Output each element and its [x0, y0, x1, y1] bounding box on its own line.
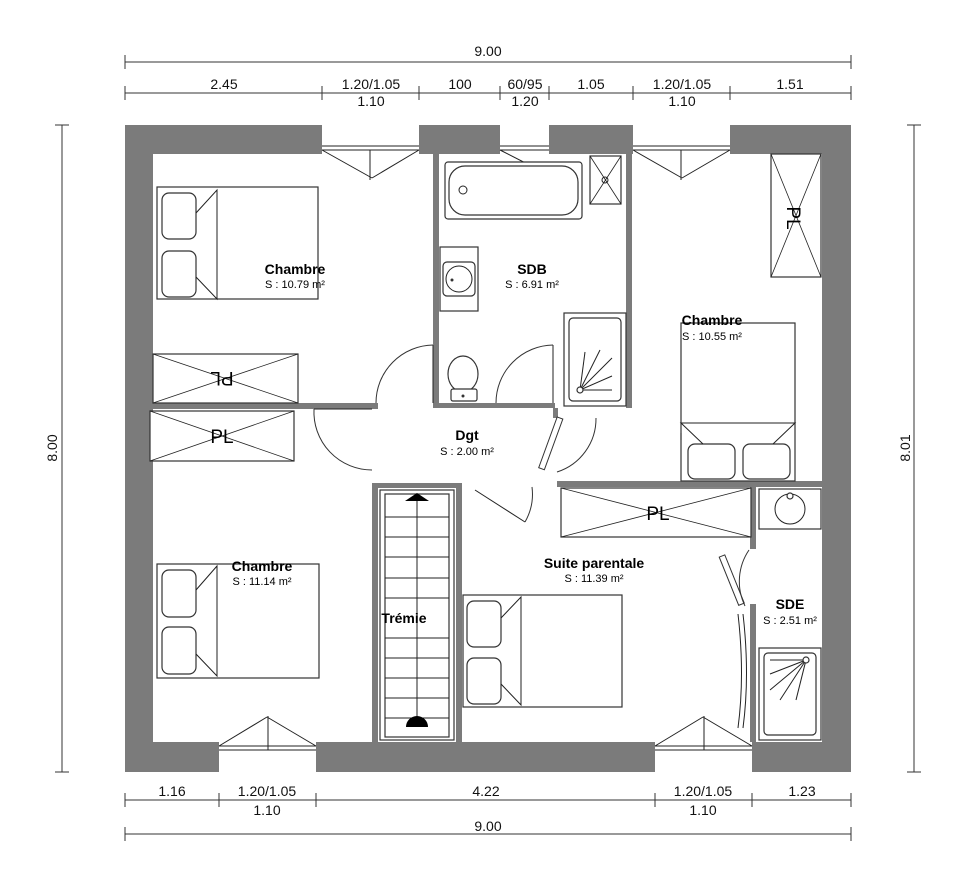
bed-top-left: [156, 186, 319, 301]
dim-segment: 1.10: [253, 802, 280, 818]
door-dgt-left: [313, 408, 373, 471]
room-name: Chambre: [682, 312, 743, 328]
room-area: S : 2.00 m²: [440, 446, 494, 458]
bed-right: [679, 322, 797, 482]
sdb-washbasin: [439, 246, 479, 312]
sde-washbasin: [758, 488, 822, 530]
door-chambre-right: [538, 416, 597, 473]
left-height-dimension: 8.00: [44, 434, 60, 461]
dim-segment: 1.10: [689, 802, 716, 818]
dim-segment: 2.45: [210, 76, 237, 92]
closet-label: PL: [782, 206, 803, 229]
dim-segment: 1.20/1.05: [342, 76, 401, 92]
sde-sliding-panel: [737, 613, 747, 729]
room-area: S : 11.14 m²: [232, 576, 291, 588]
dim-segment: 1.51: [776, 76, 803, 92]
dim-segment: 1.23: [788, 783, 815, 799]
room-name: SDE: [776, 596, 805, 612]
window-bottom-left: [218, 716, 317, 772]
door-suite: [474, 486, 533, 523]
dim-segment: 1.05: [577, 76, 604, 92]
door-sde: [718, 549, 750, 607]
room-area: S : 6.91 m²: [505, 279, 559, 291]
room-name: Chambre: [232, 558, 293, 574]
dim-segment: 1.20: [511, 93, 538, 109]
sdb-toilet: [447, 355, 479, 402]
bottom-dimensions: 1.16 1.20/1.05 4.22 1.20/1.05 1.23 1.10 …: [124, 783, 852, 841]
window-bottom-right: [654, 716, 753, 772]
dim-segment: 60/95: [507, 76, 542, 92]
window-top-right: [632, 125, 731, 180]
doors: [313, 344, 750, 729]
closet-label: PL: [210, 367, 233, 388]
room-area: S : 10.79 m²: [265, 279, 325, 291]
right-dimension: 8.01: [897, 124, 921, 773]
bed-suite: [462, 594, 623, 708]
bed-bottom-left: [156, 563, 320, 679]
room-area: S : 2.51 m²: [763, 615, 817, 627]
room-name: Chambre: [265, 261, 326, 277]
sde-shower: [758, 647, 822, 741]
dim-segment: 1.20/1.05: [238, 783, 297, 799]
closet-label: PL: [646, 504, 669, 525]
door-sdb: [495, 344, 554, 404]
top-total-dimension: 9.00: [474, 43, 501, 59]
dim-segment: 1.10: [357, 93, 384, 109]
room-labels: Chambre S : 10.79 m² SDB S : 6.91 m² Cha…: [232, 261, 818, 627]
right-height-dimension: 8.01: [897, 434, 913, 461]
closet-suite: PL: [560, 487, 752, 538]
bath-faucet-box: [589, 155, 622, 205]
door-chambre-top-left: [375, 344, 434, 404]
closet-top-left: PL: [152, 353, 299, 404]
window-top-middle: [499, 125, 549, 174]
closet-top-right: PL: [770, 153, 822, 278]
room-name: SDB: [517, 261, 547, 277]
left-dimension: 8.00: [44, 124, 69, 773]
bathtub: [444, 161, 583, 220]
window-top-left: [321, 125, 420, 180]
dim-segment: 1.20/1.05: [674, 783, 733, 799]
room-name: Suite parentale: [544, 555, 645, 571]
room-area: S : 10.55 m²: [682, 331, 742, 343]
dim-segment: 1.20/1.05: [653, 76, 712, 92]
dim-segment: 100: [448, 76, 472, 92]
bottom-total-dimension: 9.00: [474, 818, 501, 834]
closet-label: PL: [210, 427, 233, 448]
top-dimensions: 9.00 2.45 1.20/1.05 100 60/95 1.05 1.20/…: [124, 43, 852, 109]
room-name: Trémie: [381, 610, 426, 626]
room-area: S : 11.39 m²: [564, 573, 623, 585]
dim-segment: 4.22: [472, 783, 499, 799]
staircase: [379, 489, 455, 741]
closet-middle-left: PL: [149, 410, 295, 462]
sdb-shower: [563, 312, 627, 407]
windows: [218, 125, 753, 772]
dim-segment: 1.10: [668, 93, 695, 109]
room-name: Dgt: [455, 427, 479, 443]
dim-segment: 1.16: [158, 783, 185, 799]
